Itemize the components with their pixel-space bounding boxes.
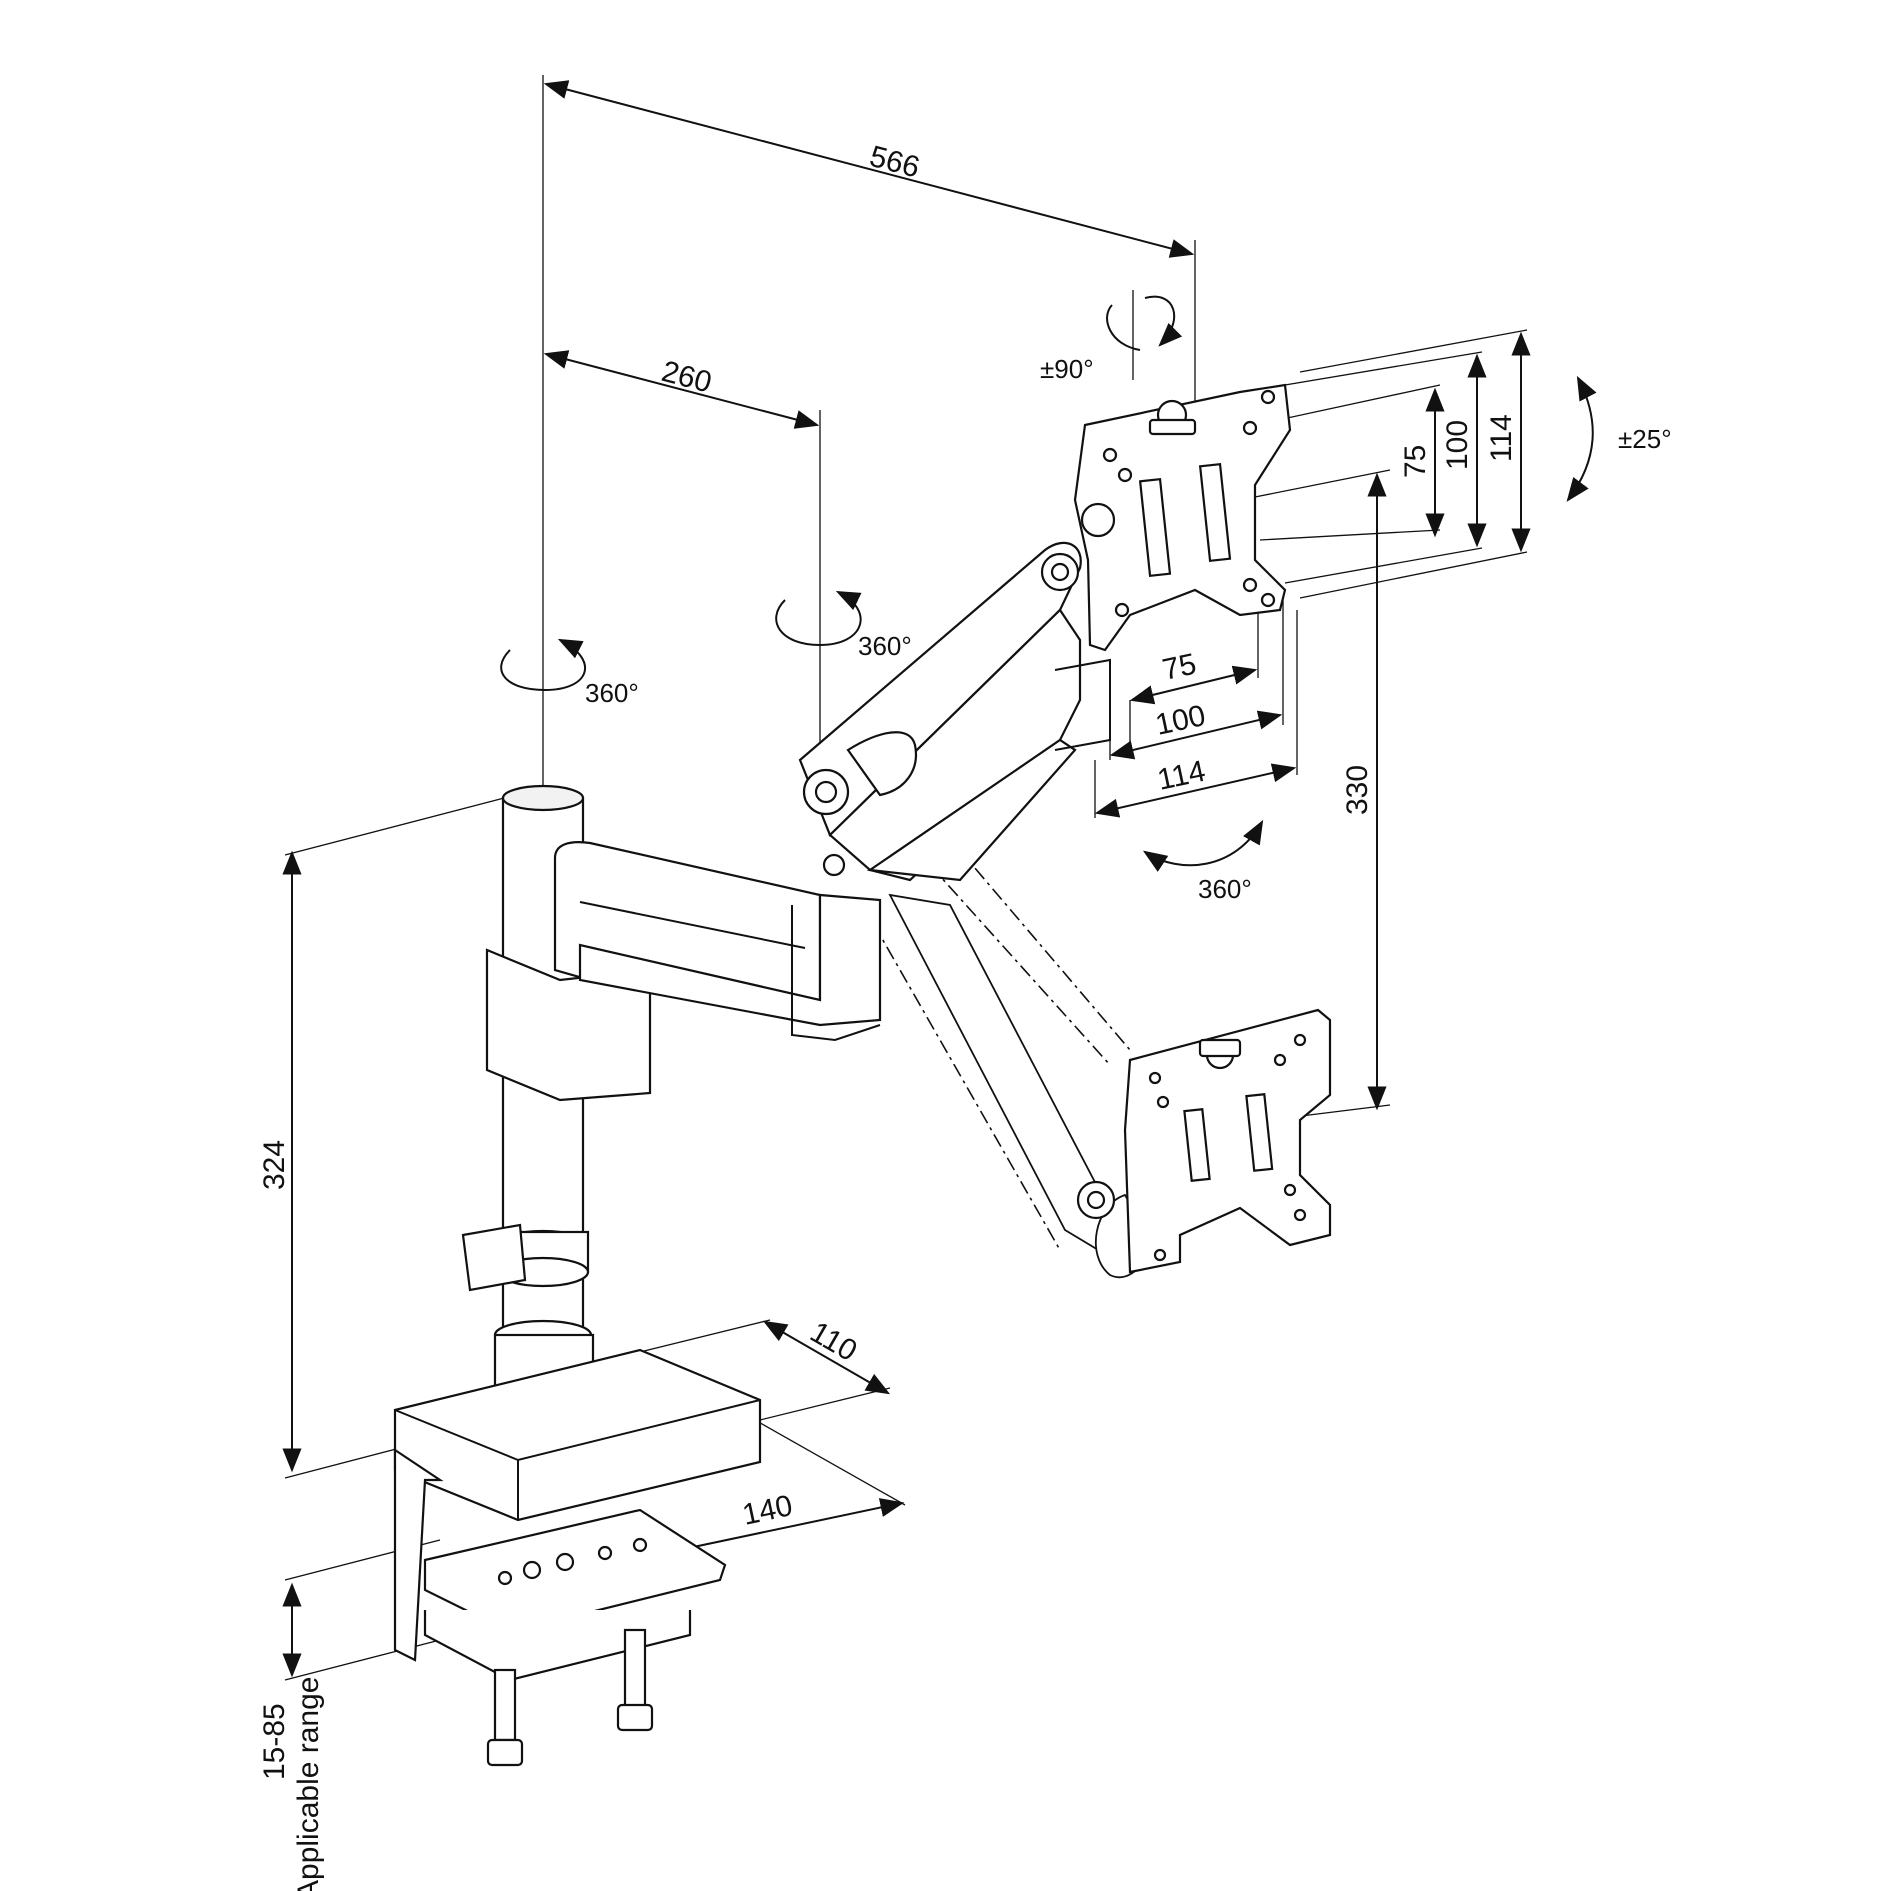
label-h75: 75 [1160, 648, 1200, 687]
dimension-labels: 566 260 324 15-85 Applicable range 110 1… [258, 140, 1518, 1891]
label-h114: 114 [1155, 755, 1209, 797]
dim-566-line [543, 80, 1195, 258]
ghost-lowered-arm [839, 744, 1332, 1278]
label-v75: 75 [1399, 445, 1432, 478]
label-tilt-25: ±25° [1618, 424, 1672, 454]
label-330: 330 [1341, 765, 1374, 815]
rotation-arrows [500, 295, 1597, 872]
label-clamp-range: 15-85 [258, 1703, 291, 1780]
elbow-rotate-icon [775, 590, 862, 647]
label-110: 110 [805, 1315, 863, 1367]
head-swivel-icon [1142, 819, 1264, 872]
dim-110-line [762, 1320, 891, 1395]
tilt-icon [1566, 375, 1597, 502]
label-h100: 100 [1153, 699, 1209, 742]
label-v114: 114 [1485, 414, 1518, 462]
rotate-90-icon [1106, 295, 1174, 350]
label-140: 140 [740, 1489, 796, 1532]
dim-260-line [543, 350, 820, 429]
pole-rotate-icon [500, 638, 587, 692]
label-applicable-range: Applicable range [292, 1677, 325, 1891]
clamp-plate [423, 1508, 727, 1634]
dim-h75-line [1129, 665, 1258, 705]
arm-segment-1 [553, 841, 882, 1042]
label-elbow-360: 360° [858, 631, 912, 661]
dimension-lines [282, 75, 1531, 1681]
label-pole-360: 360° [585, 678, 639, 708]
label-324: 324 [258, 1140, 291, 1190]
dim-h100-line [1109, 710, 1283, 760]
desk-clamp [393, 1348, 762, 1767]
label-566: 566 [866, 140, 923, 185]
label-v100: 100 [1441, 420, 1474, 470]
label-head-360: 360° [1198, 874, 1252, 904]
ghost-vesa-plate [1123, 1008, 1332, 1274]
cable-clip [461, 1223, 527, 1292]
rotation-labels: 360° 360° ±90° ±25° 360° [585, 354, 1672, 904]
dim-h114-line [1094, 763, 1297, 818]
dim-140-line [662, 1498, 905, 1558]
gas-spring-arm [798, 541, 1111, 882]
label-rotate-90: ±90° [1040, 354, 1094, 384]
vesa-plate [1073, 383, 1292, 652]
label-260: 260 [658, 355, 715, 400]
